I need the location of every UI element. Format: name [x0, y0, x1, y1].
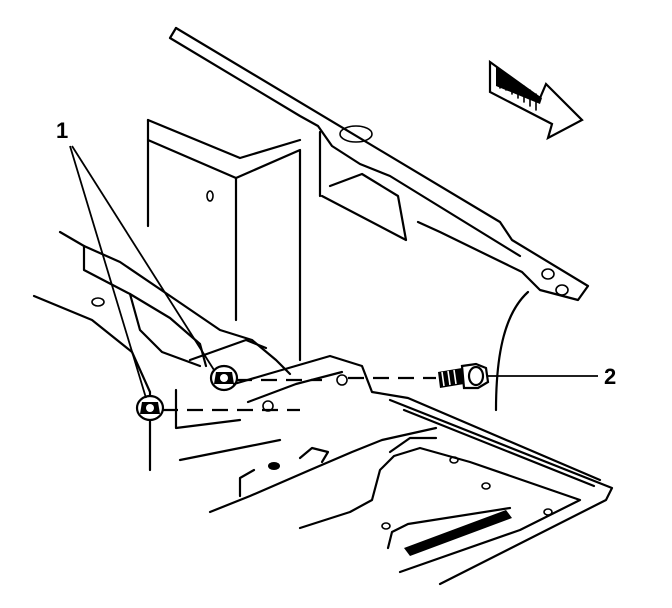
callout-label-1: 1: [56, 118, 69, 143]
box-body: [146, 118, 302, 362]
clip-nut-lower: [135, 394, 165, 422]
front-direction-arrow-icon: [488, 59, 584, 141]
tray-plate: [208, 354, 614, 586]
callout-label-2: 2: [604, 364, 617, 389]
leader-line-1a: [71, 145, 215, 371]
left-bracket: [32, 230, 292, 472]
bolt-icon: [438, 362, 490, 390]
clip-nut-upper: [209, 364, 239, 392]
upper-rail: [168, 26, 590, 412]
leader-line-1b: [69, 145, 147, 399]
